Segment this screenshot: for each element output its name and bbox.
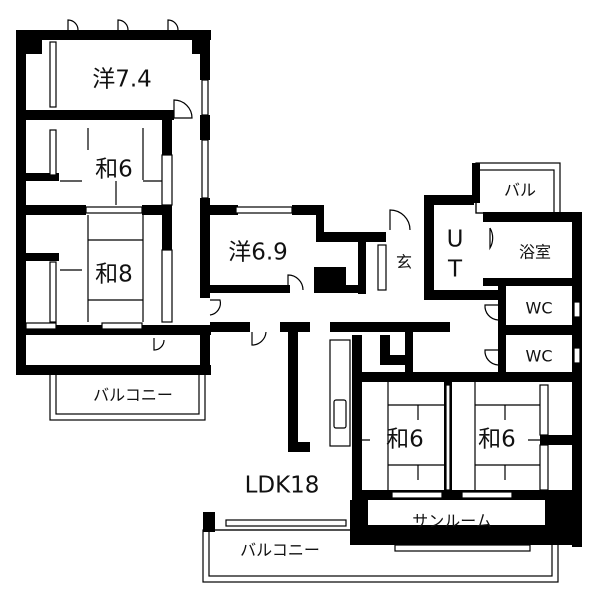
doors: [67, 19, 499, 366]
room-label-sunroom: サンルーム: [412, 512, 492, 531]
room-label-japanese-6-b: 和6: [478, 427, 516, 453]
room-label-ldk: LDK18: [245, 473, 320, 499]
room-label-balcony-left: バルコニー: [93, 386, 173, 405]
room-label-western-69: 洋6.9: [228, 240, 288, 266]
room-label-wc1: WC: [526, 299, 553, 318]
room-label-wc2: WC: [526, 347, 553, 366]
room-label-balcony-small: バル: [504, 181, 536, 200]
room-label-utility-t: T: [447, 257, 463, 283]
room-label-japanese-8: 和8: [95, 262, 133, 288]
room-label-western-74: 洋7.4: [92, 67, 152, 93]
room-label-bathroom: 浴室: [519, 243, 551, 262]
room-label-japanese-6-left: 和6: [95, 157, 133, 183]
windows: [25, 41, 581, 552]
room-label-utility-u: U: [447, 227, 464, 253]
tatami-lines: [60, 128, 540, 490]
room-label-balcony-bottom: バルコニー: [240, 541, 320, 560]
room-label-japanese-6-a: 和6: [386, 427, 424, 453]
walls: [16, 30, 582, 547]
room-label-entrance: 玄: [396, 253, 412, 272]
